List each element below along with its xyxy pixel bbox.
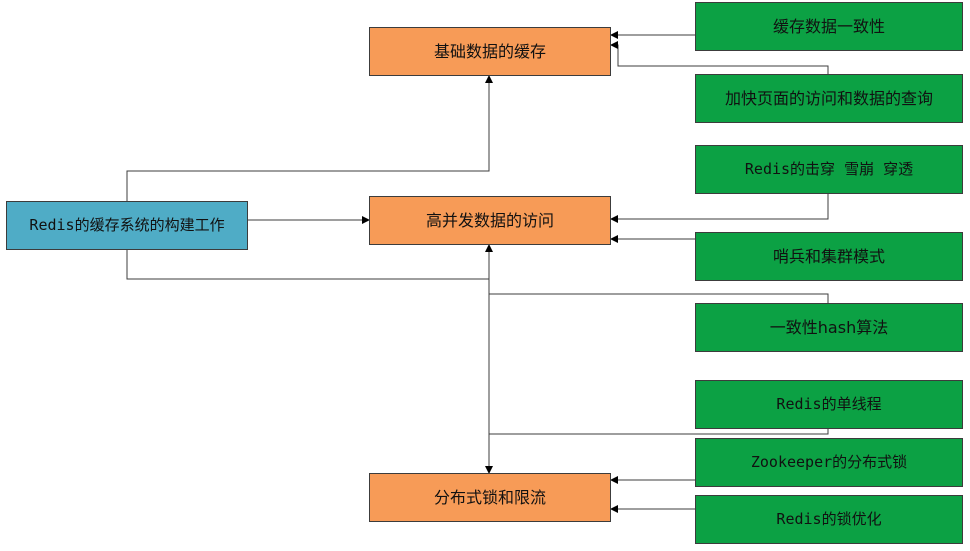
single-thread-node: Redis的单线程 (695, 380, 963, 429)
single-thread-connector (489, 428, 829, 435)
zookeeper-node: Zookeeper的分布式锁 (695, 438, 963, 487)
distributed-lock-node: 分布式锁和限流 (369, 473, 611, 522)
root-to-cache-connector (126, 75, 493, 201)
penetration-node: Redis的击穿 雪崩 穿透 (695, 145, 963, 194)
root-node: Redis的缓存系统的构建工作 (6, 201, 248, 250)
cache-node: 基础数据的缓存 (369, 27, 611, 76)
root-to-distributed-connector (126, 244, 493, 280)
lock-optimization-node: Redis的锁优化 (695, 495, 963, 544)
consistency-node: 缓存数据一致性 (695, 2, 963, 51)
speedup-to-cache-connector (610, 41, 829, 74)
concurrency-node: 高并发数据的访问 (369, 196, 611, 245)
hash-connector (489, 293, 829, 303)
penetration-to-concurrency-connector (610, 194, 829, 223)
speedup-node: 加快页面的访问和数据的查询 (695, 74, 963, 123)
sentinel-node: 哨兵和集群模式 (695, 232, 963, 281)
hash-node: 一致性hash算法 (695, 303, 963, 352)
